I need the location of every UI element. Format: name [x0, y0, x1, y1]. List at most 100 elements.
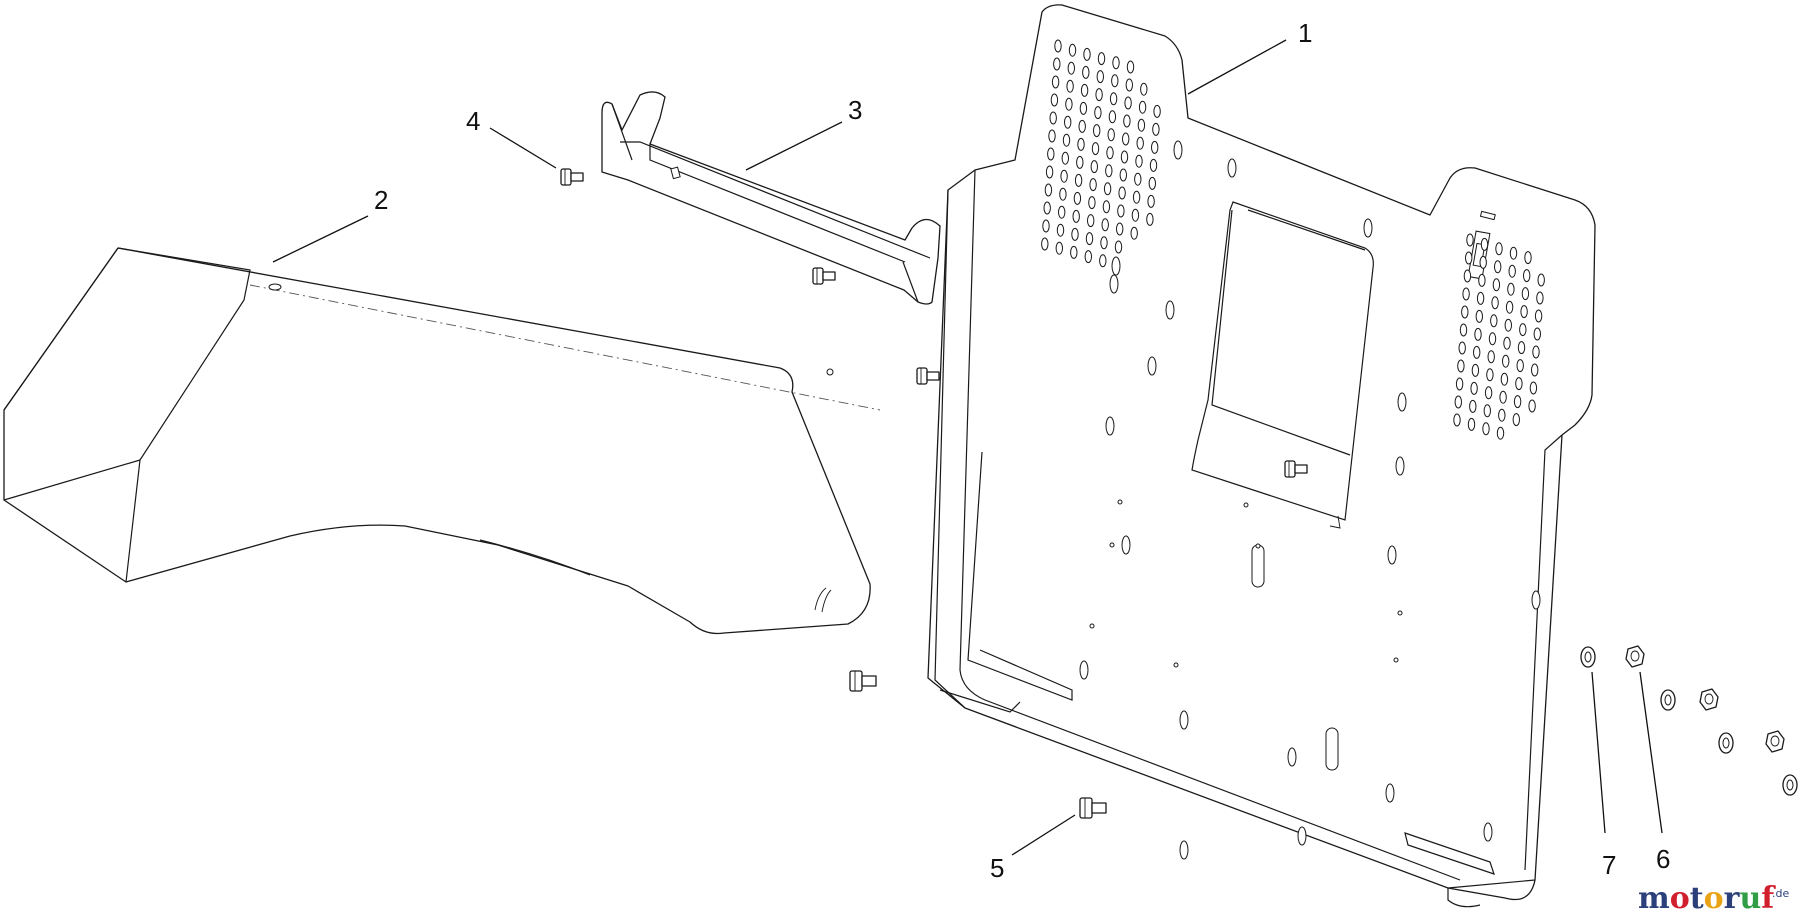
vent-hole — [1079, 101, 1088, 115]
vent-hole — [1089, 178, 1097, 192]
watermark-letter: o — [1670, 881, 1690, 916]
vent-hole — [1463, 269, 1472, 283]
vent-hole — [1491, 296, 1499, 310]
leader-lines — [272, 39, 1663, 856]
vent-hole — [1109, 92, 1118, 106]
vent-hole — [1042, 219, 1050, 233]
vent-hole — [1054, 39, 1062, 53]
vent-hole — [1466, 233, 1474, 247]
vent-hole — [1061, 151, 1070, 165]
callout-6: 6 — [1656, 844, 1670, 874]
vent-hole — [1111, 74, 1119, 88]
vent-hole — [1090, 160, 1099, 174]
vent-hole — [1066, 79, 1074, 93]
vent-hole — [1152, 122, 1160, 136]
vent-hole — [1078, 119, 1086, 133]
vent-hole — [1088, 196, 1096, 210]
leader-4 — [489, 127, 557, 169]
vent-hole — [1505, 300, 1514, 314]
vent-hole — [1480, 237, 1489, 251]
vent-hole — [1482, 422, 1490, 436]
vent-hole — [1471, 363, 1480, 377]
watermark-letter: m — [1638, 881, 1670, 916]
vent-hole — [1151, 140, 1159, 154]
vent-hole — [1532, 345, 1540, 359]
vent-hole — [1102, 200, 1111, 214]
nut-6a — [1625, 645, 1645, 668]
vent-hole — [1498, 408, 1506, 422]
vent-hole — [1147, 194, 1155, 208]
washer-7d — [1782, 774, 1798, 796]
svg-text:.de: .de — [1772, 887, 1789, 900]
vent-hole — [1134, 172, 1142, 186]
callout-3: 3 — [848, 95, 862, 125]
vent-hole — [1483, 404, 1492, 418]
vent-hole — [1513, 395, 1522, 409]
vent-hole — [1533, 327, 1542, 341]
vent-hole — [1476, 291, 1485, 305]
callout-1: 1 — [1298, 18, 1312, 48]
vent-hole — [1458, 341, 1466, 355]
vent-hole — [1062, 133, 1071, 147]
vent-hole — [1516, 359, 1524, 373]
vent-hole — [1528, 399, 1536, 413]
vent-hole — [1467, 417, 1476, 431]
vent-hole — [1077, 137, 1085, 151]
vent-hole — [1507, 282, 1515, 296]
vent-hole — [1060, 169, 1068, 183]
vent-hole — [1509, 246, 1518, 260]
vent-hole — [1140, 82, 1148, 96]
vent-hole — [1492, 278, 1501, 292]
support-bracket — [601, 91, 941, 305]
vent-hole — [1502, 354, 1510, 368]
vent-hole — [1149, 158, 1158, 172]
vent-hole — [1148, 176, 1157, 190]
vent-hole — [1469, 399, 1477, 413]
vent-hole — [1108, 110, 1117, 124]
vent-hole — [1080, 83, 1089, 97]
nut-6c — [1765, 730, 1785, 753]
vent-hole — [1112, 56, 1120, 70]
bolt-4-middle — [916, 367, 940, 385]
vent-hole — [1457, 359, 1465, 373]
vent-hole — [1474, 327, 1482, 341]
vent-hole — [1135, 154, 1143, 168]
vent-hole — [1093, 124, 1101, 138]
vent-hole — [1091, 142, 1100, 156]
vent-hole — [1508, 264, 1516, 278]
vent-hole — [1041, 237, 1049, 251]
vent-hole — [1534, 309, 1543, 323]
callout-5: 5 — [990, 853, 1004, 883]
leader-1 — [1187, 39, 1287, 95]
vent-hole — [1044, 183, 1053, 197]
vent-hole — [1100, 236, 1108, 250]
vent-hole — [1125, 78, 1134, 92]
vent-hole — [1082, 65, 1090, 79]
bolt-5-left — [849, 670, 877, 692]
vent-hole — [1084, 250, 1093, 264]
vent-hole — [1076, 155, 1084, 169]
vent-hole — [1101, 218, 1109, 232]
vent-hole — [1132, 190, 1141, 204]
vent-hole — [1107, 128, 1115, 142]
vent-hole — [1053, 57, 1061, 71]
nut-6b — [1699, 688, 1719, 711]
vent-hole — [1074, 173, 1083, 187]
bolt-4-lower — [812, 267, 836, 285]
bolt-5-bottom — [1079, 797, 1107, 819]
vent-hole — [1503, 336, 1511, 350]
vent-hole — [1083, 47, 1091, 61]
vent-hole — [1137, 118, 1146, 132]
vent-hole — [1048, 129, 1056, 143]
vent-hole — [1051, 75, 1060, 89]
watermark-letter: r — [1724, 881, 1741, 916]
vent-holes-right — [1453, 233, 1545, 440]
washer-7a — [1580, 646, 1596, 668]
vent-hole — [1519, 323, 1527, 337]
vent-hole — [1118, 186, 1126, 200]
vent-hole — [1515, 377, 1523, 391]
vent-hole — [1521, 287, 1530, 301]
vent-hole — [1073, 191, 1082, 205]
vent-hole — [1131, 208, 1140, 222]
